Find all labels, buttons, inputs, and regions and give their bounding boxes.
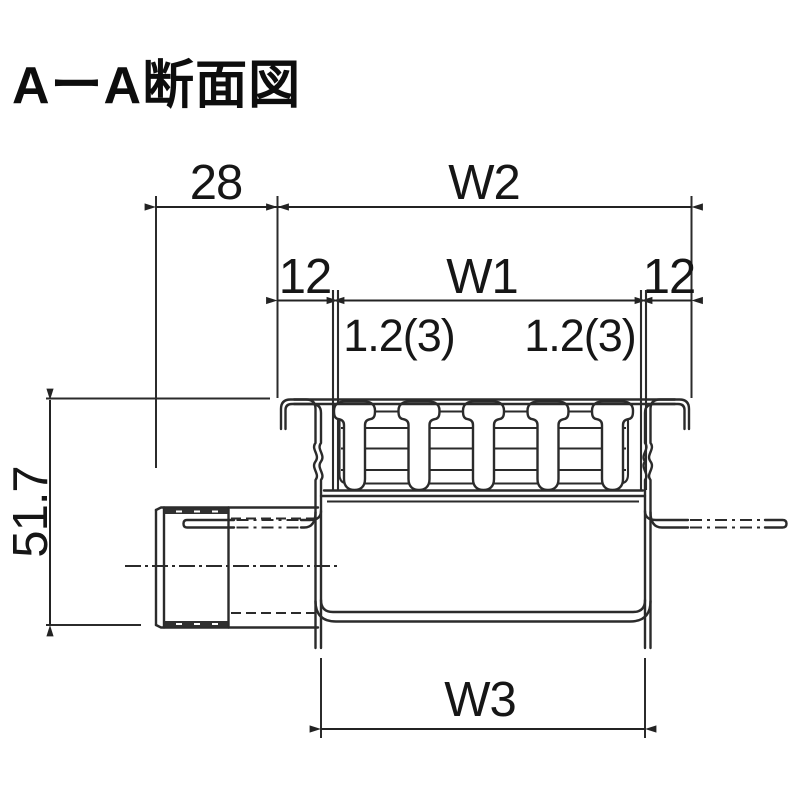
dimension-w1-label: W1 [446, 250, 518, 304]
drawing-title: AーA断面図 [12, 57, 301, 115]
frame-left-wall [279, 398, 319, 650]
side-arm-right [643, 509, 788, 529]
dimension-28-label: 28 [190, 156, 243, 210]
frame-right-wall [647, 398, 691, 650]
dimension-12-left: 12 [266, 250, 345, 305]
dimension-w3: W3 [309, 658, 657, 738]
dimension-12-right: 12 [634, 250, 703, 305]
dimension-12-right-label: 12 [643, 250, 696, 304]
pipe-bottom-edge [154, 623, 320, 629]
pipe-top-edge [154, 506, 320, 512]
dimension-w1: W1 [326, 250, 653, 305]
tray-bottom-inner [319, 598, 647, 614]
side-arm-right-end [763, 518, 788, 529]
dimension-height: 51.7 [4, 388, 270, 637]
tray [314, 489, 652, 623]
bearing-bar [461, 400, 506, 492]
dimension-w2: W2 [266, 156, 703, 398]
side-arm-left-end [182, 518, 236, 529]
dimension-w2-label: W2 [448, 156, 520, 210]
dimension-w3-label: W3 [444, 673, 516, 727]
channel-frame [279, 398, 691, 650]
dimension-height-label: 51.7 [4, 466, 58, 557]
bearing-bar [526, 400, 570, 492]
dimension-28: 28 [144, 156, 289, 468]
dimension-12-left-label: 12 [279, 250, 332, 304]
thickness-labels: 1.2(3) 1.2(3) [343, 310, 637, 361]
side-arm-left [182, 509, 323, 529]
thickness-right-label: 1.2(3) [524, 310, 636, 361]
tray-bottom-outer [314, 599, 652, 623]
thickness-left-label: 1.2(3) [343, 310, 455, 361]
drain-pipe [125, 506, 340, 629]
bearing-bar [397, 400, 441, 492]
bearing-bars [332, 400, 635, 492]
